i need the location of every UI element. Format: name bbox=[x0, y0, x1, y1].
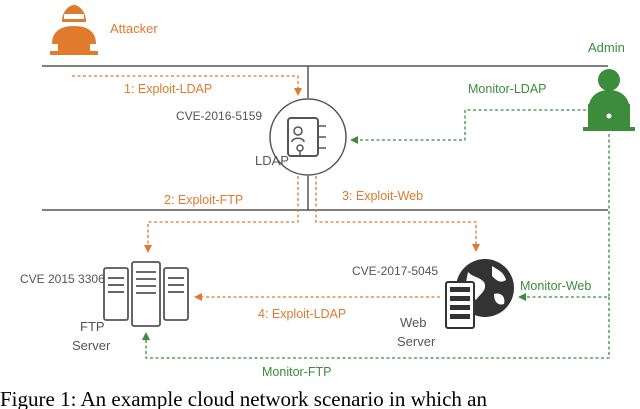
edge-monitor-ldap bbox=[350, 109, 586, 144]
admin-icon bbox=[583, 69, 635, 131]
web-label-line1: Web bbox=[400, 315, 427, 330]
ldap-label: LDAP bbox=[255, 153, 289, 168]
hacker-icon bbox=[50, 5, 98, 55]
edge-label-exploit-ldap-1: 1: Exploit-LDAP bbox=[124, 82, 212, 96]
web-label-line2: Server bbox=[397, 334, 436, 349]
edge-monitor-ftp bbox=[142, 297, 610, 359]
web-server-globe-icon bbox=[445, 259, 514, 329]
admin-label: Admin bbox=[588, 40, 625, 55]
attacker-label: Attacker bbox=[110, 21, 158, 36]
edge-exploit-ldap-1 bbox=[72, 75, 302, 96]
server-rack-icon bbox=[103, 261, 189, 327]
web-cve-label: CVE-2017-5045 bbox=[352, 264, 438, 278]
edge-exploit-web-3 bbox=[315, 176, 480, 252]
edge-label-monitor-ftp: Monitor-FTP bbox=[262, 365, 331, 379]
ftp-label-line2: Server bbox=[72, 338, 111, 353]
edge-monitor-web bbox=[518, 134, 610, 301]
edge-label-monitor-ldap: Monitor-LDAP bbox=[468, 82, 547, 96]
edge-label-exploit-ftp-2: 2: Exploit-FTP bbox=[164, 193, 243, 207]
figure-caption: Figure 1: An example cloud network scena… bbox=[0, 387, 487, 409]
ldap-cve-label: CVE-2016-5159 bbox=[176, 109, 262, 123]
ldap-directory-icon bbox=[269, 98, 347, 176]
edge-exploit-ftp-2 bbox=[144, 176, 299, 253]
ftp-label-line1: FTP bbox=[80, 319, 105, 334]
edge-label-exploit-ldap-4: 4: Exploit-LDAP bbox=[258, 307, 346, 321]
diagram-canvas: Attacker Admin CVE-2016-5159 LDAP 1: Exp… bbox=[20, 5, 635, 379]
edge-label-exploit-web-3: 3: Exploit-Web bbox=[342, 189, 423, 203]
edge-label-monitor-web: Monitor-Web bbox=[520, 279, 591, 293]
ftp-cve-label: CVE 2015 3306 bbox=[20, 272, 105, 286]
